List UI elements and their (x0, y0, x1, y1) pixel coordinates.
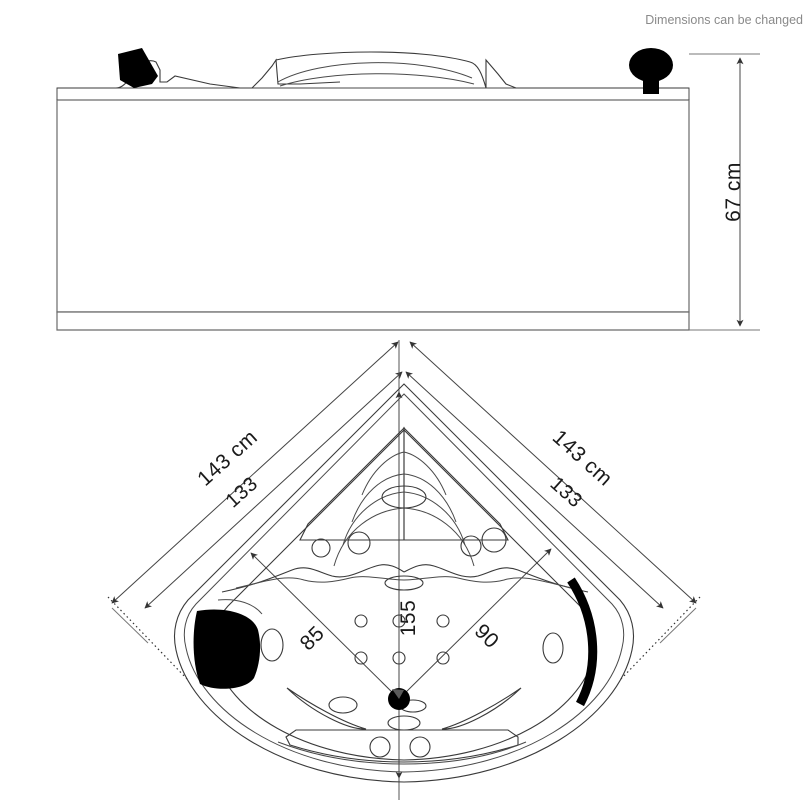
jet-round-4 (481, 527, 507, 553)
dim-line-90 (398, 548, 552, 700)
ext-corner-right (659, 607, 697, 644)
jet-round-9 (392, 651, 406, 665)
shelf-drain-oval (381, 485, 427, 509)
front-elevation-view: 67 cm (56, 48, 760, 331)
dim-line-133-right (405, 371, 664, 609)
tub-rim-edge (56, 87, 690, 100)
shelf-step-arc-2 (351, 473, 457, 523)
height-dimension-label: 67 cm (722, 162, 745, 222)
dim-line-143-right (409, 341, 697, 604)
jet-round-3 (460, 535, 482, 557)
bottom-step-ledge (285, 729, 519, 763)
jet-round-1 (311, 538, 331, 558)
height-dimension-67: 67 cm (689, 53, 760, 331)
grab-bar-plan (567, 577, 598, 707)
dimension-143-left: 143 cm (111, 341, 399, 604)
jet-round-2 (347, 531, 371, 555)
fixture-knob-right (629, 48, 673, 82)
armrest-sweep-right (441, 687, 522, 730)
corner-shelf-left (299, 426, 405, 541)
headrest-connector (217, 599, 263, 615)
tub-outer-shell-inner (183, 393, 625, 773)
jet-oval-center-lower (387, 715, 421, 731)
tub-front-panel (56, 99, 690, 313)
jet-round-7 (436, 614, 450, 628)
bottom-step-edge (277, 741, 527, 765)
seat-contour-left (221, 564, 405, 593)
headrest-arc-outer (277, 62, 473, 83)
dimension-133-right: 133 (405, 371, 664, 609)
shelf-step-arc-1 (361, 451, 447, 496)
headrest-pillow-plan (193, 609, 261, 689)
tub-outer-shell (173, 383, 635, 783)
tub-base-plinth (56, 311, 690, 331)
ext-dotted-left (107, 596, 189, 681)
jet-step-right (409, 736, 431, 758)
jet-oval-left-lower (328, 696, 358, 714)
armrest-sweep-left (286, 687, 367, 730)
dimension-label-155: 155 (397, 600, 420, 637)
seat-contour-secondary (235, 576, 573, 589)
jet-round-6 (392, 614, 406, 628)
rim-profile-right (275, 51, 689, 89)
dim-line-85 (250, 552, 400, 700)
dim-line-133-left (144, 371, 403, 609)
shelf-step-arc-3 (342, 491, 466, 546)
top-plan-view: 143 cm 133 143 cm 133 155 85 90 (107, 340, 701, 800)
headrest-pillow-left (118, 48, 158, 88)
dimensions-note: Dimensions can be changed (645, 13, 803, 27)
dimension-143-right: 143 cm (409, 341, 697, 604)
ext-corner-left (111, 607, 149, 644)
jet-step-left (369, 736, 391, 758)
ext-dotted-right (619, 596, 701, 681)
jet-oval-left-side (260, 628, 284, 662)
dimension-label-85: 85 (296, 622, 329, 655)
origin-marker-highlight (392, 689, 404, 699)
dim-line-143-left (111, 341, 399, 604)
dimension-133-left: 133 (144, 371, 403, 609)
jet-round-8 (354, 651, 368, 665)
headrest-arc-inner (279, 73, 475, 87)
jet-oval-right-side (542, 632, 564, 664)
jet-round-10 (436, 651, 450, 665)
jet-oval-center-upper (384, 575, 424, 591)
corner-shelf-right (403, 426, 509, 541)
seat-contour-right (403, 564, 589, 593)
jet-round-5 (354, 614, 368, 628)
